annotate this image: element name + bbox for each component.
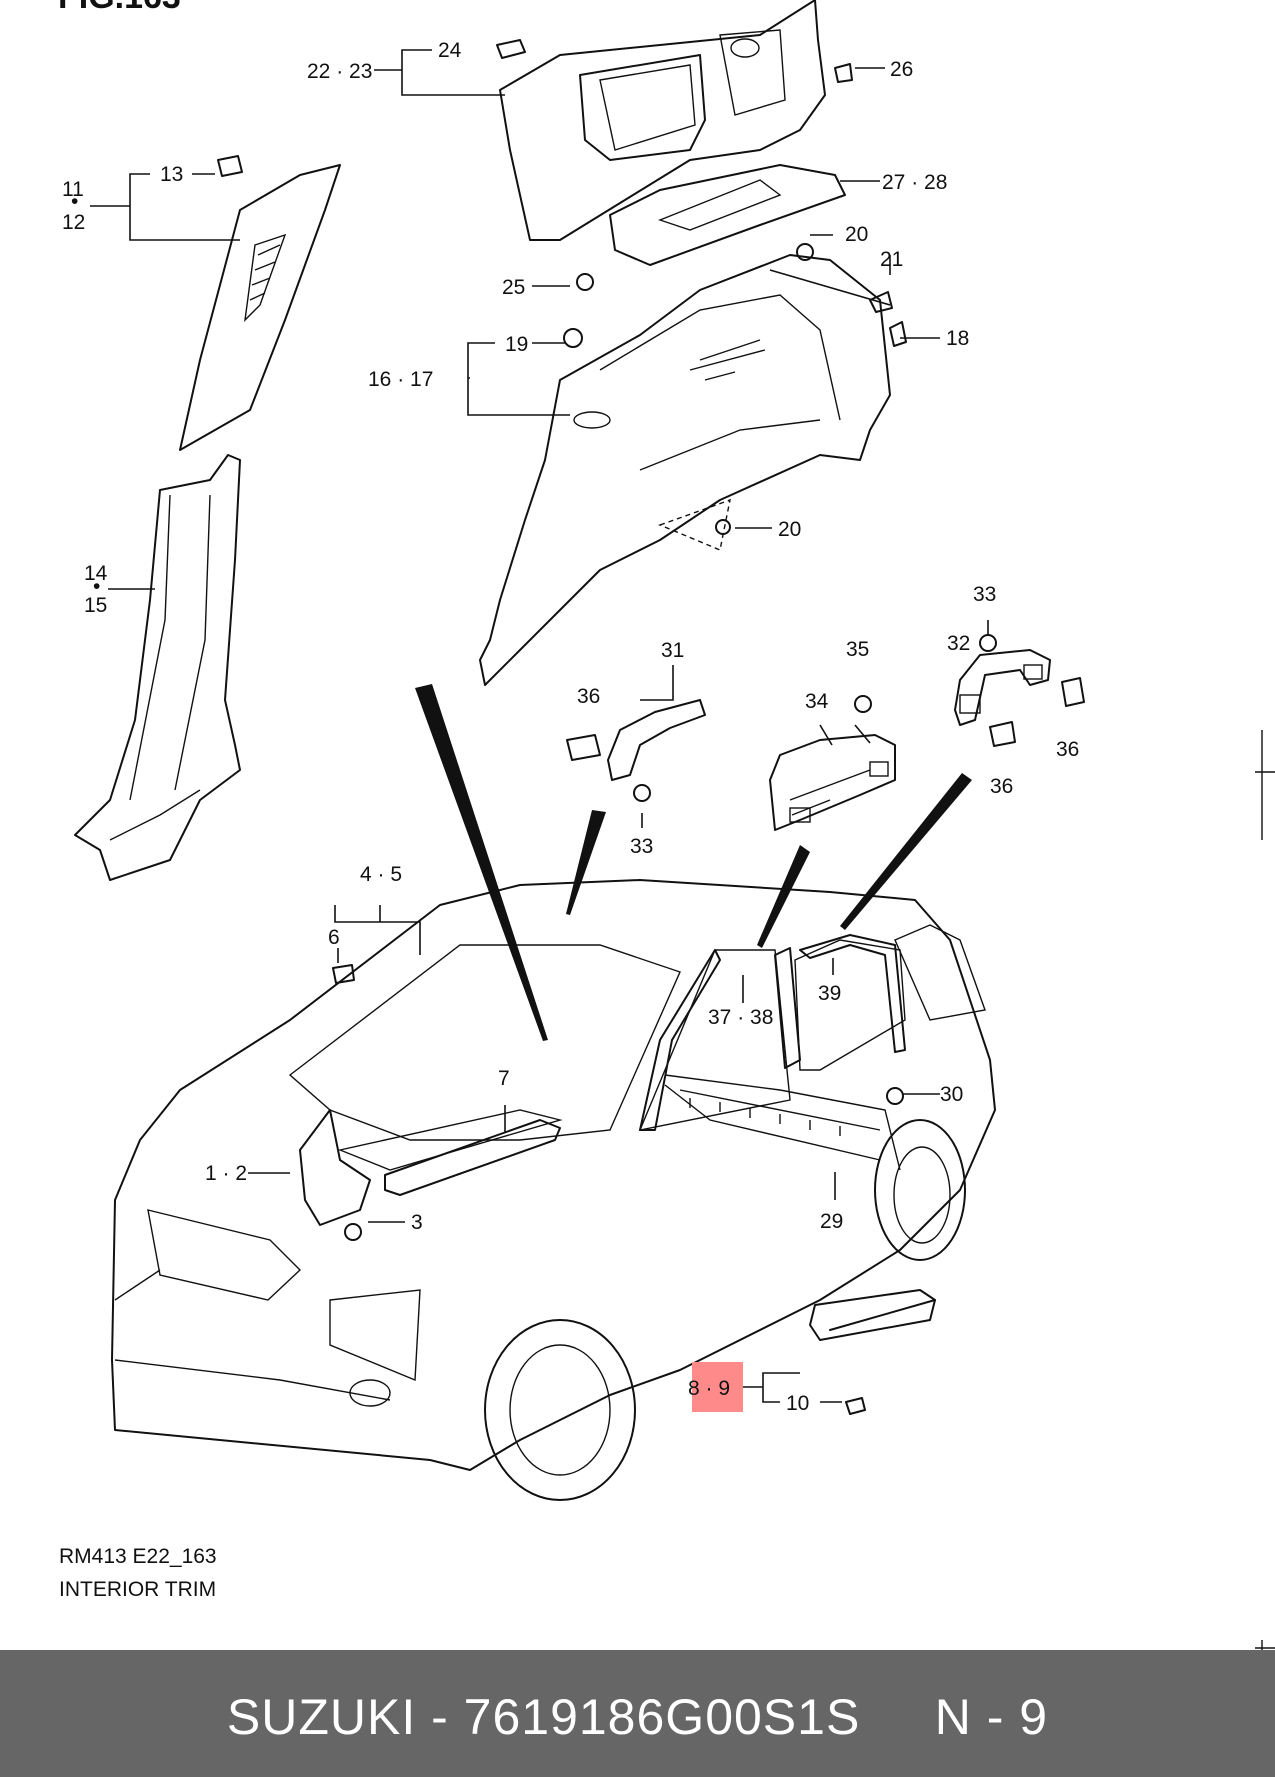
rear-quarter-lower-trim-part — [479, 254, 891, 686]
callout-29: 29 — [820, 1210, 843, 1233]
callout-8-9: 8 · 9 — [688, 1377, 730, 1400]
edge-marks — [1255, 730, 1275, 1650]
callout-14: 14 — [84, 562, 108, 585]
callout-27-28: 27 · 28 — [882, 171, 947, 194]
callout-6: 6 — [328, 926, 340, 949]
callout-33-upper: 33 — [973, 583, 996, 606]
diagram-title: INTERIOR TRIM — [59, 1578, 217, 1601]
callout-21: 21 — [880, 248, 903, 271]
callout-30: 30 — [940, 1083, 963, 1106]
callout-labels: 22 · 23 24 26 27 · 28 11 • 12 13 25 20 2… — [62, 39, 1079, 1415]
callout-36-right: 36 — [1056, 738, 1079, 761]
fasteners — [217, 39, 1085, 1415]
callout-25: 25 — [502, 276, 525, 299]
callout-36-mid: 36 — [990, 775, 1013, 798]
callout-24: 24 — [438, 39, 462, 62]
callout-11-12-dot: • — [71, 190, 78, 213]
callout-32: 32 — [947, 632, 970, 655]
footer-bar: SUZUKI - 7619186G00S1S N - 9 — [0, 1650, 1275, 1777]
callout-39: 39 — [818, 982, 841, 1005]
rear-shelf-trim-part — [609, 164, 846, 266]
assist-grips — [607, 649, 1051, 781]
center-pillar-lower-trim-part — [74, 454, 241, 881]
callout-3: 3 — [411, 1211, 423, 1234]
center-pillar-upper-trim-part — [179, 164, 341, 451]
callout-20-upper: 20 — [845, 223, 868, 246]
callout-33-lower: 33 — [630, 835, 653, 858]
callout-leaders — [90, 49, 989, 1403]
callout-18: 18 — [946, 327, 969, 350]
diagram-code: RM413 E22_163 — [59, 1545, 217, 1568]
map-lamp-part — [769, 734, 896, 831]
callout-37-38: 37 · 38 — [708, 1006, 773, 1029]
callout-35: 35 — [846, 638, 869, 661]
callout-11: 11 — [62, 178, 84, 201]
callout-1-2: 1 · 2 — [205, 1162, 247, 1185]
callout-4-5: 4 · 5 — [360, 863, 402, 886]
callout-19: 19 — [505, 333, 528, 356]
callout-34: 34 — [805, 690, 829, 713]
leader-wedges — [415, 684, 972, 1041]
callout-highlight — [692, 1362, 743, 1412]
figure-title: FIG.163 — [58, 0, 181, 16]
callout-14-15-dot: • — [93, 575, 100, 598]
parts-diagram: FIG.163 — [58, 0, 1275, 1650]
callout-36-left: 36 — [577, 685, 600, 708]
footer-part-number: SUZUKI - 7619186G00S1S N - 9 — [226, 1689, 1049, 1745]
callout-26: 26 — [890, 58, 913, 81]
callout-31: 31 — [661, 639, 684, 662]
callout-13: 13 — [160, 163, 183, 186]
rear-upper-trim-part — [499, 0, 826, 241]
callout-22-23: 22 · 23 — [307, 60, 372, 83]
vehicle-body — [111, 879, 996, 1501]
callout-16-17: 16 · 17 — [368, 368, 433, 391]
callout-15: 15 — [84, 594, 107, 617]
callout-7: 7 — [498, 1067, 510, 1090]
callout-20-lower: 20 — [778, 518, 801, 541]
callout-10: 10 — [786, 1392, 809, 1415]
callout-12: 12 — [62, 211, 85, 234]
